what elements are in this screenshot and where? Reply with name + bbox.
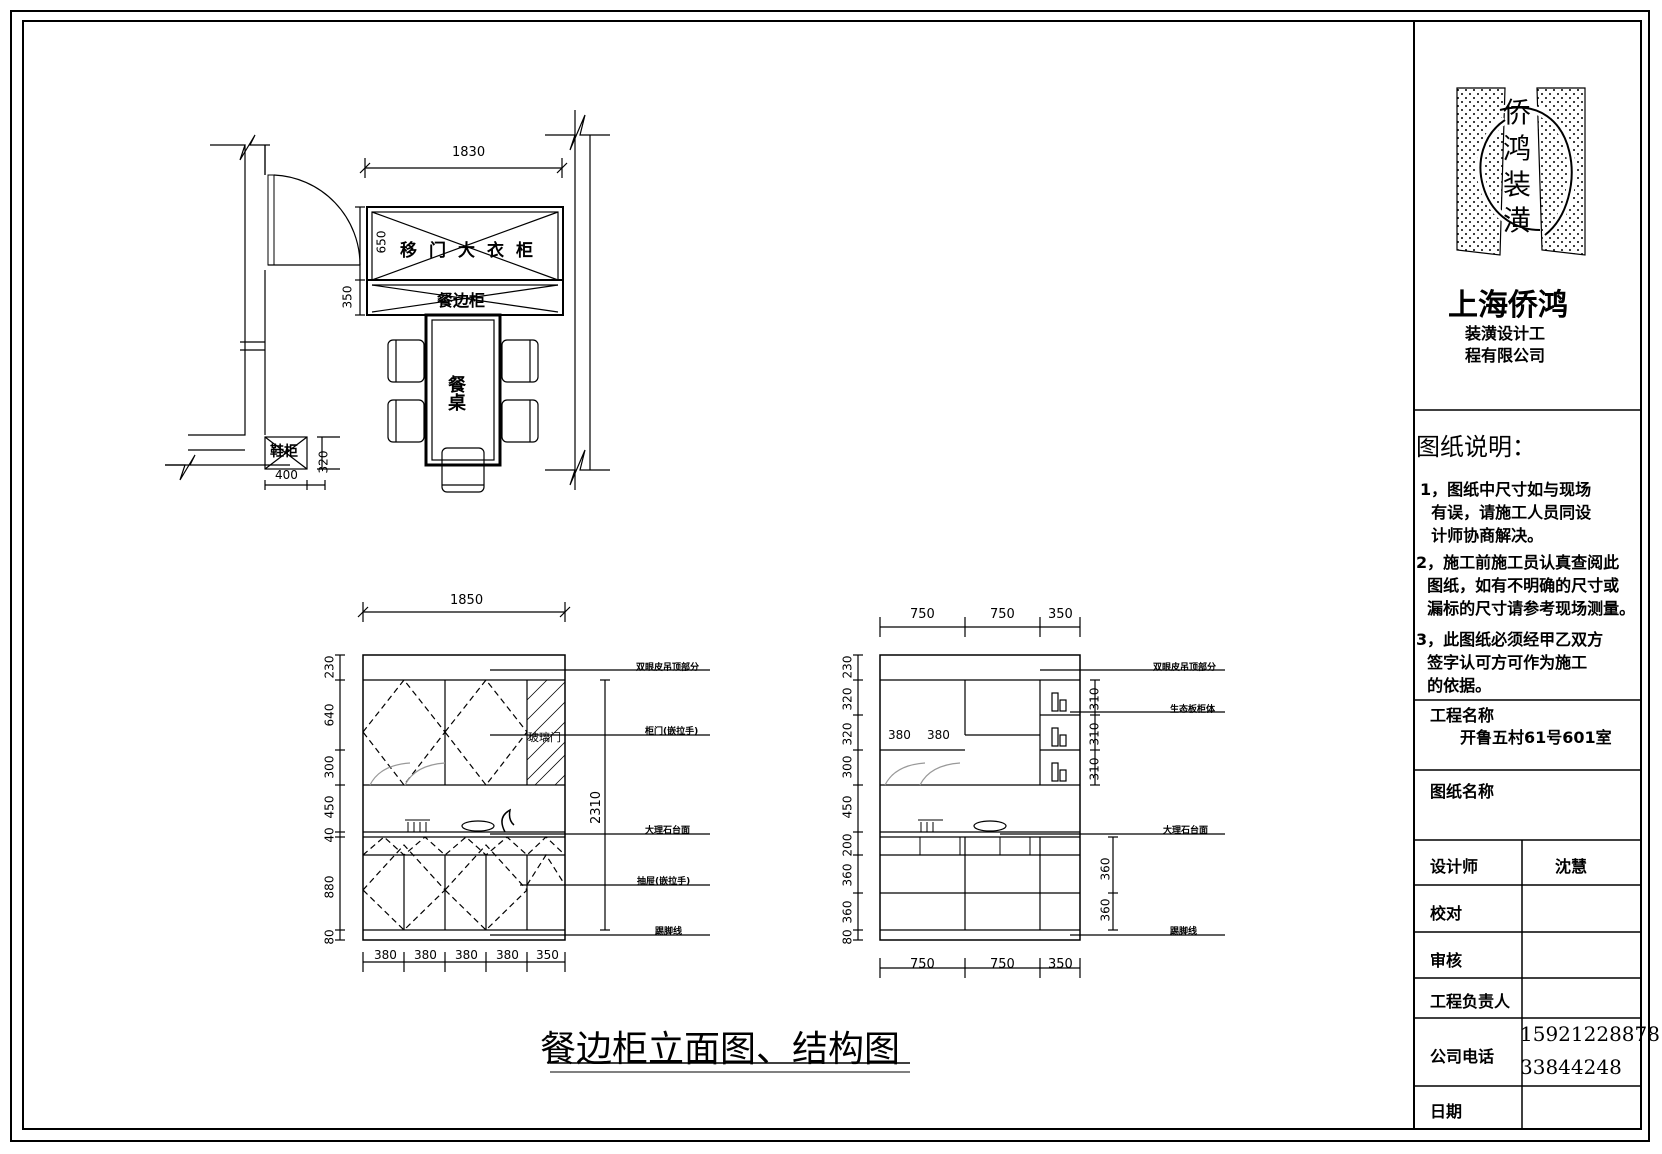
sideboard-label: 餐边柜 — [437, 291, 486, 310]
elev-h-640: 640 — [322, 703, 337, 727]
elev-b-1: 380 — [374, 948, 397, 962]
struct-h-7: 360 — [840, 863, 855, 887]
logo-text: 侨 鸿 装 潢 — [1503, 95, 1531, 239]
manager-label: 工程负责人 — [1430, 992, 1511, 1011]
logo-char-4: 潢 — [1503, 204, 1532, 237]
struct-r-1: 310 — [1087, 687, 1102, 711]
check-label: 校对 — [1430, 904, 1463, 923]
drawing-name-label: 图纸名称 — [1430, 782, 1495, 801]
elev-callout-3: 大理石台面 — [645, 826, 691, 836]
designer-value: 沈慧 — [1555, 857, 1588, 876]
logo-char-3: 装 — [1503, 168, 1532, 201]
elev-top-dim: 1850 — [450, 593, 484, 608]
phone-label: 公司电话 — [1430, 1047, 1495, 1066]
project-label: 工程名称 — [1430, 706, 1495, 725]
struct-h-8: 360 — [840, 900, 855, 924]
date-label: 日期 — [1430, 1102, 1463, 1121]
plan-dim-320: 320 — [316, 450, 331, 474]
struct-top-3: 350 — [1048, 607, 1073, 622]
struct-lower-1: 360 — [1098, 857, 1113, 881]
elev-h-450: 450 — [322, 795, 337, 819]
struct-r-3: 310 — [1087, 757, 1102, 781]
elev-h-880: 880 — [322, 875, 337, 899]
elev-b-5: 350 — [536, 948, 559, 962]
struct-b-1: 750 — [910, 957, 935, 972]
shoe-cabinet-label: 鞋柜 — [270, 444, 298, 460]
struct-top-1: 750 — [910, 607, 935, 622]
struct-callout-1: 双眼皮吊顶部分 — [1153, 663, 1217, 673]
company-name-line3: 程有限公司 — [1465, 346, 1546, 365]
struct-h-6: 200 — [840, 833, 855, 857]
struct-callout-4: 踢脚线 — [1170, 927, 1198, 937]
plan-dim-400: 400 — [275, 468, 298, 482]
elev-total: 2310 — [589, 790, 605, 825]
elev-callout-1: 双眼皮吊顶部分 — [636, 663, 700, 673]
sideboard-elevation — [335, 602, 710, 972]
note-2: 2，施工前施工员认真查阅此 图纸，如有不明确的尺寸或 漏标的尺寸请参考现场测量。 — [1416, 553, 1636, 618]
struct-b-2: 750 — [990, 957, 1015, 972]
elev-h-230: 230 — [322, 655, 337, 679]
struct-callout-2: 生态板柜体 — [1170, 705, 1216, 715]
struct-h-3: 320 — [840, 722, 855, 746]
struct-inner-2: 380 — [927, 728, 950, 742]
elev-callout-2: 柜门(嵌拉手) — [645, 727, 699, 737]
struct-h-9: 80 — [840, 929, 855, 945]
elev-b-2: 380 — [414, 948, 437, 962]
sideboard-structure — [853, 617, 1225, 978]
note-1: 1，图纸中尺寸如与现场 有误，请施工人员同设 计师协商解决。 — [1420, 480, 1592, 545]
struct-inner-1: 380 — [888, 728, 911, 742]
struct-b-3: 350 — [1048, 957, 1073, 972]
company-logo — [1456, 87, 1586, 256]
elev-b-3: 380 — [455, 948, 478, 962]
note-3: 3，此图纸必须经甲乙双方 签字认可方可作为施工 的依据。 — [1416, 630, 1604, 695]
project-value: 开鲁五村61号601室 — [1460, 728, 1612, 747]
elev-h-300: 300 — [322, 755, 337, 779]
notes-title: 图纸说明： — [1416, 433, 1536, 461]
phone-2: 33844248 — [1520, 1055, 1622, 1079]
struct-h-4: 300 — [840, 755, 855, 779]
designer-label: 设计师 — [1430, 857, 1479, 876]
plan-dim-350: 350 — [340, 285, 355, 309]
logo-char-2: 鸿 — [1503, 132, 1532, 165]
table-label: 餐桌 — [445, 375, 466, 411]
struct-r-2: 310 — [1087, 722, 1102, 746]
logo-char-1: 侨 — [1503, 96, 1532, 129]
drawing-title: 餐边柜立面图、结构图 — [540, 1029, 901, 1070]
glass-door-label: 玻璃门 — [528, 731, 561, 744]
drawing-border — [22, 20, 1642, 1130]
elev-b-4: 380 — [496, 948, 519, 962]
plan-dim-650: 650 — [374, 230, 389, 254]
elev-callout-5: 踢脚线 — [655, 927, 683, 937]
elev-callout-4: 抽屉(嵌拉手) — [637, 877, 691, 887]
elev-h-80: 80 — [322, 929, 337, 945]
wardrobe-label: 移门大衣柜 — [400, 241, 545, 261]
plan-width-dim: 1830 — [452, 145, 486, 160]
plan-view — [165, 110, 610, 493]
company-name-line2: 装潢设计工 — [1465, 324, 1546, 343]
struct-callout-3: 大理石台面 — [1163, 826, 1209, 836]
struct-h-5: 450 — [840, 795, 855, 819]
struct-top-2: 750 — [990, 607, 1015, 622]
outer-frame — [10, 10, 1650, 1142]
phone-1: 15921228878 — [1520, 1022, 1660, 1046]
elev-h-40: 40 — [322, 827, 337, 843]
struct-h-1: 230 — [840, 655, 855, 679]
struct-lower-2: 360 — [1098, 898, 1113, 922]
review-label: 审核 — [1430, 951, 1463, 970]
struct-h-2: 320 — [840, 687, 855, 711]
company-name: 上海侨鸿 — [1448, 288, 1568, 323]
